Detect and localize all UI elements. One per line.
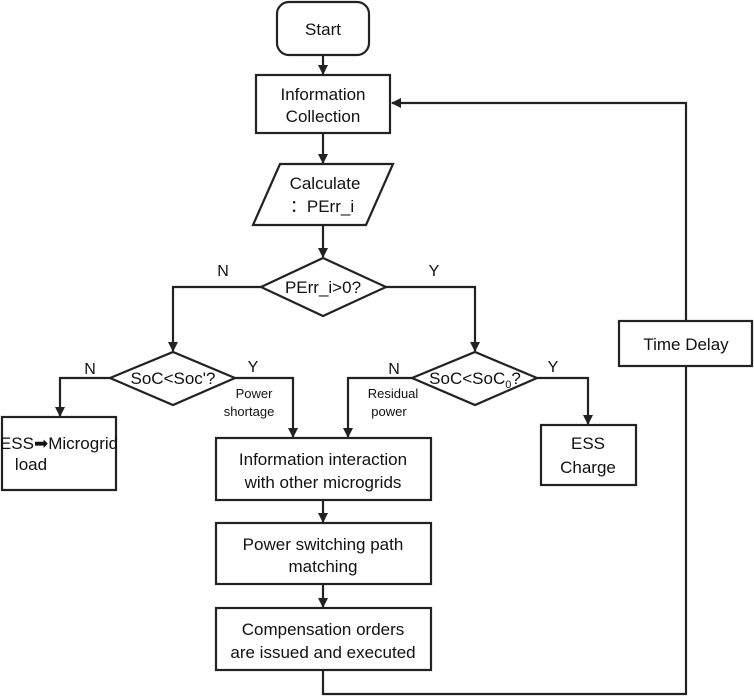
- perr-yes-label: Y: [429, 263, 440, 280]
- perr-no-label: N: [217, 263, 229, 280]
- ess-to-load-line2: load: [15, 455, 47, 474]
- info-interaction-line2: with other microgrids: [244, 473, 402, 492]
- right-no-label: N: [388, 361, 400, 378]
- arrow-right-no: [343, 376, 412, 438]
- calculate-line1: Calculate: [290, 174, 361, 193]
- information-interaction-node: Information interaction with other micro…: [214, 436, 433, 502]
- left-yes-label: Y: [248, 359, 259, 376]
- calculate-node: Calculate ：PErr_i: [251, 162, 395, 227]
- connectors: [55, 55, 688, 696]
- soc-decision-right-node: SoC<SoC0?: [409, 350, 540, 407]
- arrow-perr-no: [168, 285, 261, 352]
- ess-charge-line2: Charge: [560, 458, 616, 477]
- compensation-node: Compensation orders are issued and execu…: [214, 606, 433, 672]
- info-collection-line2: Collection: [286, 107, 361, 126]
- info-collection-line1: Information: [280, 85, 365, 104]
- arrow-right-yes: [537, 376, 593, 425]
- power-switching-node: Power switching path matching: [214, 521, 433, 586]
- arrow-left-yes: [235, 376, 298, 438]
- perr-decision-label: PErr_i>0?: [285, 278, 361, 297]
- power-switching-line1: Power switching path: [243, 535, 404, 554]
- arrow-perr-yes: [386, 285, 480, 352]
- start-node: Start: [275, 0, 371, 57]
- soc-decision-left-node: SoC<Soc'?: [107, 350, 238, 407]
- residual-power-line1: Residual: [368, 386, 419, 401]
- time-delay-label: Time Delay: [643, 335, 729, 354]
- branch-labels: N Y N Y N Y Power shortage Residual powe…: [84, 263, 558, 419]
- arrow-left-no: [55, 376, 110, 417]
- power-shortage-line2: shortage: [224, 404, 275, 419]
- arrow-feedback-loop: [321, 98, 688, 696]
- calculate-line2: ：PErr_i: [290, 197, 354, 216]
- information-collection-node: Information Collection: [254, 73, 392, 135]
- perr-decision-node: PErr_i>0?: [258, 256, 389, 318]
- power-switching-line2: matching: [289, 557, 358, 576]
- power-shortage-line1: Power: [236, 386, 274, 401]
- soc-decision-left-label: SoC<Soc'?: [131, 369, 216, 388]
- time-delay-node: Time Delay: [617, 319, 754, 368]
- ess-to-microgrid-load-node: ESS➡Microgrid load: [0, 415, 118, 492]
- info-interaction-line1: Information interaction: [239, 450, 407, 469]
- ess-to-load-line1: ESS➡Microgrid: [0, 434, 118, 453]
- residual-power-line2: power: [371, 404, 407, 419]
- left-no-label: N: [84, 361, 96, 378]
- right-yes-label: Y: [548, 359, 559, 376]
- start-label: Start: [305, 20, 341, 39]
- compensation-line1: Compensation orders: [242, 620, 405, 639]
- ess-charge-line1: ESS: [571, 434, 605, 453]
- compensation-line2: are issued and executed: [230, 643, 415, 662]
- soc-decision-right-label: SoC<SoC0?: [429, 369, 521, 391]
- ess-charge-node: ESS Charge: [539, 423, 638, 487]
